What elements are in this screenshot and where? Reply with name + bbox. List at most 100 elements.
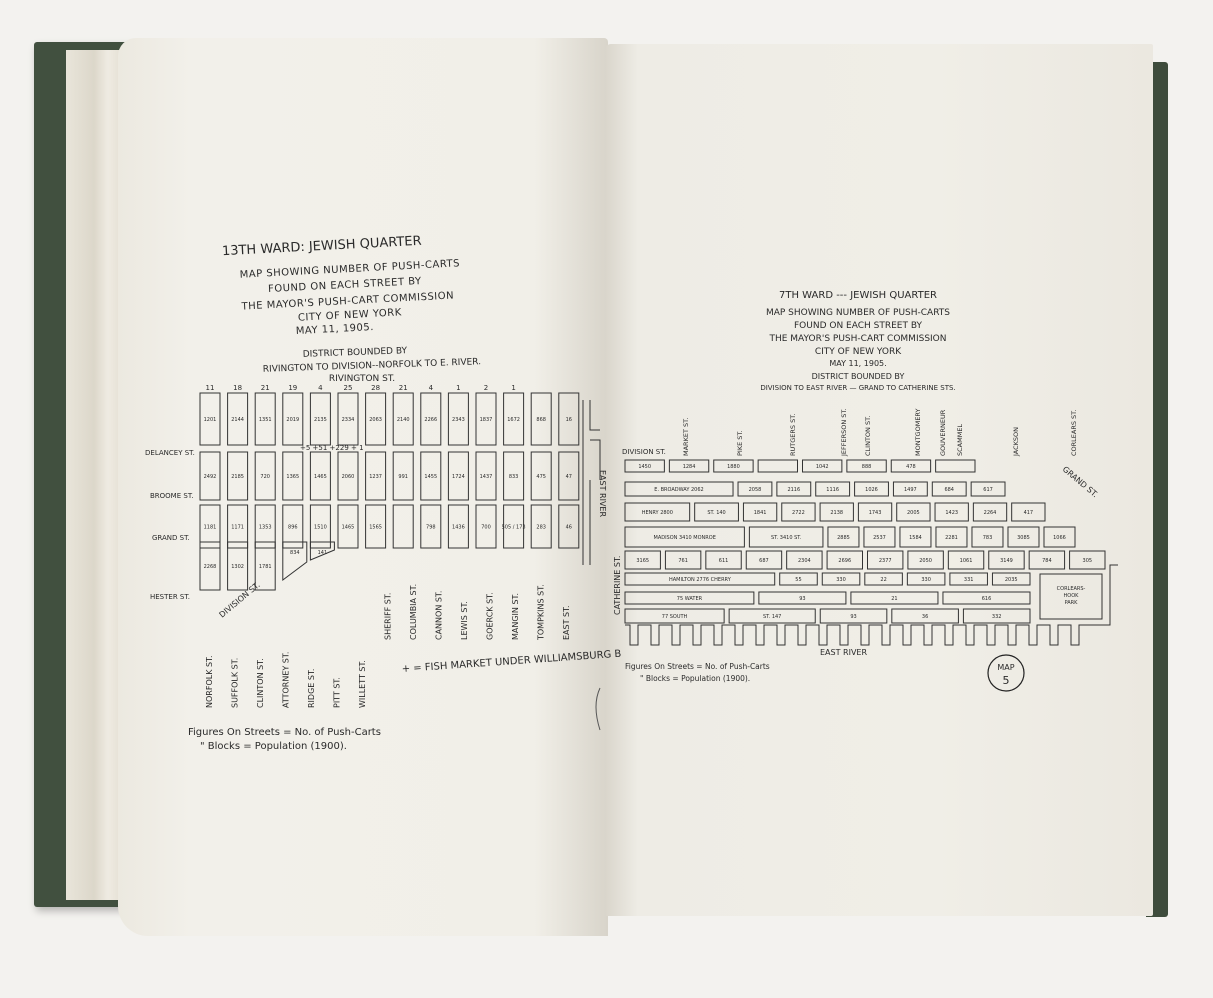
block-population: 798	[426, 525, 436, 531]
block-population: 896	[288, 525, 298, 531]
city-block	[758, 591, 847, 605]
top-street-label: SCAMMEL	[956, 424, 964, 456]
block-population: 478	[906, 464, 916, 470]
block-population: 611	[719, 558, 729, 564]
city-block	[420, 451, 442, 501]
block-population: 1880	[727, 464, 740, 470]
block-population: 1510	[314, 525, 327, 531]
city-block	[935, 526, 968, 548]
cross-street-label: CANNON ST.	[435, 591, 444, 640]
block-population: 16	[566, 417, 572, 423]
east-river-label: EAST RIVER	[820, 648, 867, 657]
block-population: 75 WATER	[677, 596, 703, 602]
city-block	[392, 392, 414, 446]
city-block	[850, 591, 939, 605]
left-map-title: 13TH WARD: JEWISH QUARTER	[222, 234, 422, 259]
city-block	[199, 541, 221, 591]
city-block	[942, 591, 1031, 605]
left-legend-2: " Blocks = Population (1900).	[200, 741, 347, 752]
block-population: ST. 140	[707, 510, 725, 516]
cross-street-label: TOMPKINS ST.	[537, 584, 546, 641]
cross-street-label: EAST ST.	[562, 605, 571, 640]
top-street-label: CLINTON ST.	[864, 416, 872, 456]
block-population: 1026	[865, 487, 878, 493]
block-population: 1841	[754, 510, 767, 516]
push-cart-count: 28	[371, 384, 380, 392]
block-population: 3165	[636, 558, 649, 564]
cross-street-label: LEWIS ST.	[460, 601, 469, 640]
left-subtitle-4: CITY OF NEW YORK	[298, 307, 402, 323]
city-block	[282, 504, 304, 549]
right-subtitle-1: MAP SHOWING NUMBER OF PUSH-CARTS	[766, 308, 950, 318]
left-top-street: RIVINGTON ST.	[329, 374, 395, 384]
push-cart-count: 1	[511, 384, 515, 392]
block-population: 47	[566, 474, 572, 480]
block-population: 2058	[749, 487, 762, 493]
block-population: 1353	[259, 525, 272, 531]
city-block	[227, 541, 249, 591]
city-block	[309, 541, 335, 561]
right-page	[605, 44, 1153, 916]
city-block	[254, 541, 276, 591]
left-subtitle-2: FOUND ON EACH STREET BY	[268, 276, 423, 295]
block-population: 36	[922, 614, 928, 620]
block-population: 2334	[342, 417, 355, 423]
left-district-2: RIVINGTON TO DIVISION--NORFOLK TO E. RIV…	[263, 357, 482, 375]
cross-street-label: MANGIN ST.	[511, 593, 520, 640]
city-block	[309, 392, 331, 446]
city-block	[392, 504, 414, 549]
block-population: ST. 3410 ST.	[771, 535, 802, 541]
push-cart-count: 21	[261, 384, 270, 392]
block-population: 3149	[1000, 558, 1013, 564]
push-cart-count: 4	[429, 384, 434, 392]
shoreline	[582, 400, 601, 565]
city-block	[899, 526, 932, 548]
right-district-1: DISTRICT BOUNDED BY	[812, 372, 905, 381]
block-population: 2050	[919, 558, 932, 564]
left-subtitle-1: MAP SHOWING NUMBER OF PUSH-CARTS	[239, 258, 460, 281]
city-block	[827, 526, 860, 548]
push-cart-count: 21	[399, 384, 408, 392]
city-block	[728, 608, 816, 624]
city-block	[503, 392, 525, 446]
city-block	[282, 451, 304, 501]
city-block	[748, 526, 824, 548]
block-population: 1436	[452, 525, 465, 531]
block-population: 305	[1083, 558, 1093, 564]
cross-street-label: NORFOLK ST.	[205, 655, 214, 708]
park-label: HOOK	[1064, 593, 1080, 599]
city-block	[282, 541, 308, 581]
top-street-label: MARKET ST.	[682, 418, 690, 456]
right-subtitle-4: CITY OF NEW YORK	[815, 347, 902, 357]
city-block	[1069, 550, 1106, 570]
city-block	[503, 504, 525, 549]
cross-street-label: RIDGE ST.	[307, 669, 316, 708]
city-block	[1007, 526, 1040, 548]
city-block	[757, 459, 798, 473]
block-population: 1724	[452, 474, 465, 480]
block-population: 2264	[984, 510, 997, 516]
push-cart-count: 19	[288, 384, 297, 392]
city-block	[971, 526, 1004, 548]
block-population: 2304	[798, 558, 811, 564]
division-street-label: DIVISION ST.	[622, 448, 666, 456]
city-block	[786, 550, 823, 570]
city-block	[815, 481, 851, 497]
block-population: 93	[799, 596, 805, 602]
city-block	[558, 504, 580, 549]
block-population: 21	[891, 596, 897, 602]
city-block	[864, 572, 903, 586]
city-block	[906, 572, 946, 586]
block-population: 2138	[830, 510, 843, 516]
city-block	[802, 459, 843, 473]
cross-street-label: CLINTON ST.	[256, 658, 265, 708]
city-block	[991, 572, 1031, 586]
fish-market-note: + = FISH MARKET UNDER WILLIAMSBURG B	[401, 649, 621, 675]
block-population: 991	[398, 474, 408, 480]
city-block	[337, 451, 359, 501]
city-block	[779, 572, 818, 586]
city-block	[970, 481, 1006, 497]
block-population: 1365	[286, 474, 299, 480]
right-subtitle-2: FOUND ON EACH STREET BY	[794, 321, 923, 331]
fish-market-marks: +5 +51 +229 + 1	[300, 444, 364, 452]
